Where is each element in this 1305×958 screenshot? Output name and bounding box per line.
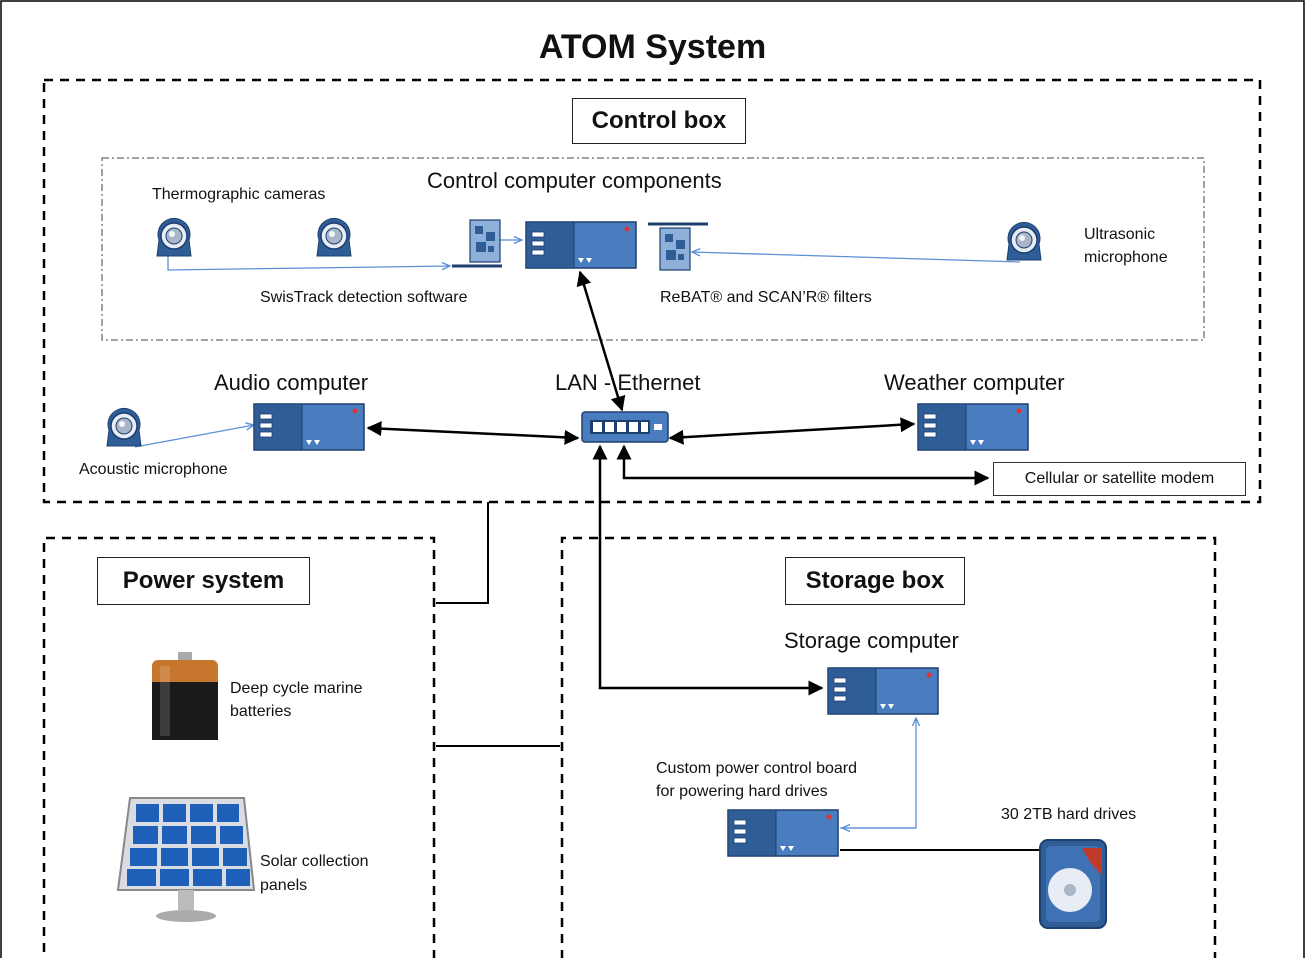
components-label: Control computer components xyxy=(427,168,722,193)
storage-computer xyxy=(827,667,939,715)
power-control-board xyxy=(727,809,839,857)
control-box-label: Control box xyxy=(572,98,746,144)
ultrasonic-microphone-icon xyxy=(1006,221,1042,261)
acoustic-microphone-icon xyxy=(106,407,142,447)
audio-computer xyxy=(253,403,365,451)
storage-computer-label: Storage computer xyxy=(784,628,959,653)
ethernet-switch-icon xyxy=(581,411,669,443)
hard-drive-icon xyxy=(1039,839,1107,929)
diagram-title: ATOM System xyxy=(538,28,767,66)
filters-label: ReBAT® and SCAN’R® filters xyxy=(660,289,872,306)
battery-icon xyxy=(152,652,218,740)
batteries-label-line2: batteries xyxy=(230,703,292,720)
batteries-label-line1: Deep cycle marine xyxy=(230,680,363,697)
modem-box: Cellular or satellite modem xyxy=(993,462,1246,496)
solar-panel-icon xyxy=(116,797,256,922)
control-computer xyxy=(525,221,637,269)
ultrasonic-label-line2: microphone xyxy=(1084,249,1168,266)
ultrasonic-label-line1: Ultrasonic xyxy=(1084,226,1156,243)
power-system-label: Power system xyxy=(97,557,310,605)
solar-label-line1: Solar collection xyxy=(260,853,369,870)
storage-box-label: Storage box xyxy=(785,557,965,605)
thermographic-camera-icon-2 xyxy=(316,217,352,257)
audio-computer-label: Audio computer xyxy=(214,370,369,395)
weather-computer xyxy=(917,403,1029,451)
components-box-border xyxy=(101,157,1205,341)
cameras-label: Thermographic cameras xyxy=(152,186,326,203)
swistrack-label: SwisTrack detection software xyxy=(260,289,468,306)
weather-computer-label: Weather computer xyxy=(884,370,1065,395)
solar-label-line2: panels xyxy=(260,877,308,894)
filter-card-icon xyxy=(659,227,691,271)
hard-drives-label: 30 2TB hard drives xyxy=(1001,806,1137,823)
swistrack-card-icon xyxy=(469,219,501,263)
power-board-label-line1: Custom power control board xyxy=(656,760,857,777)
power-box-border xyxy=(42,536,436,958)
lan-label: LAN - Ethernet xyxy=(555,370,701,395)
power-board-label-line2: for powering hard drives xyxy=(656,783,828,800)
acoustic-label: Acoustic microphone xyxy=(79,461,228,478)
thermographic-camera-icon-1 xyxy=(156,217,192,257)
